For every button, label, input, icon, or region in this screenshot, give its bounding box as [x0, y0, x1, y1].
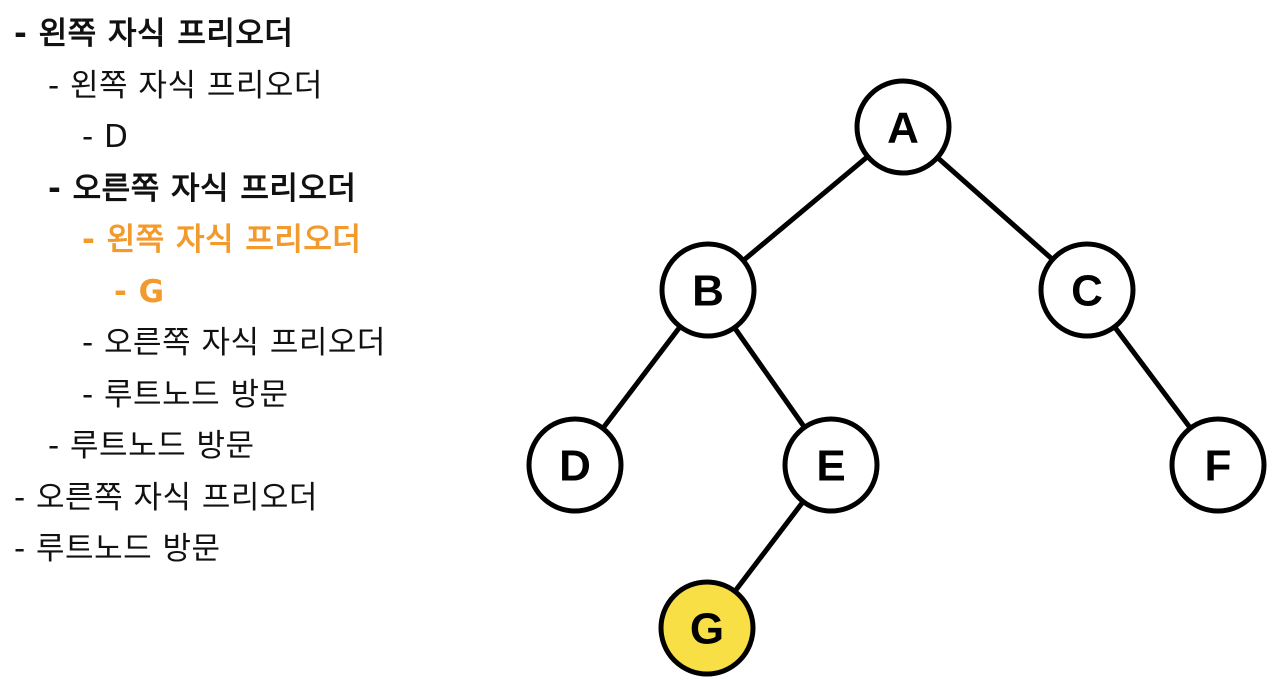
step-line-10: - 루트노드 방문 — [14, 531, 221, 567]
step-line-3: - 오른쪽 자식 프리오더 — [48, 170, 357, 207]
node-circle-B — [659, 241, 757, 339]
node-circle-A — [854, 78, 952, 176]
node-circle-E — [782, 416, 880, 514]
node-label-C: C — [1071, 267, 1103, 316]
tree-node-B: B — [659, 241, 757, 339]
node-circle-G — [658, 579, 756, 677]
tree-edges — [572, 124, 1221, 631]
tree-node-A: A — [854, 78, 952, 176]
node-circle-C — [1038, 241, 1136, 339]
tree-node-C: C — [1038, 241, 1136, 339]
step-line-9: - 오른쪽 자식 프리오더 — [14, 479, 318, 516]
node-label-G: G — [690, 605, 724, 654]
tree-node-G: G — [658, 579, 756, 677]
step-line-0: - 왼쪽 자식 프리오더 — [14, 16, 294, 52]
step-line-4: - 왼쪽 자식 프리오더 — [82, 222, 362, 258]
node-label-E: E — [816, 442, 845, 491]
step-line-5: - G — [114, 273, 165, 310]
step-line-7: - 루트노드 방문 — [82, 376, 289, 413]
node-circle-D — [526, 416, 624, 514]
tree-nodes: A B C D E F G — [526, 78, 1267, 677]
step-line-8: - 루트노드 방문 — [48, 428, 255, 464]
node-label-D: D — [559, 442, 591, 491]
node-label-B: B — [692, 267, 724, 316]
traversal-steps-list: - 왼쪽 자식 프리오더 - 왼쪽 자식 프리오더 - D - 오른쪽 자식 프리오더… — [0, 0, 500, 600]
tree-node-E: E — [782, 416, 880, 514]
node-label-F: F — [1205, 442, 1232, 491]
tree-node-F: F — [1169, 416, 1267, 514]
tree-node-D: D — [526, 416, 624, 514]
node-circle-F — [1169, 416, 1267, 514]
step-line-2: - D — [82, 119, 129, 155]
step-line-1: - 왼쪽 자식 프리오더 — [48, 67, 323, 104]
step-line-6: - 오른쪽 자식 프리오더 — [82, 325, 386, 361]
node-label-A: A — [887, 104, 919, 153]
